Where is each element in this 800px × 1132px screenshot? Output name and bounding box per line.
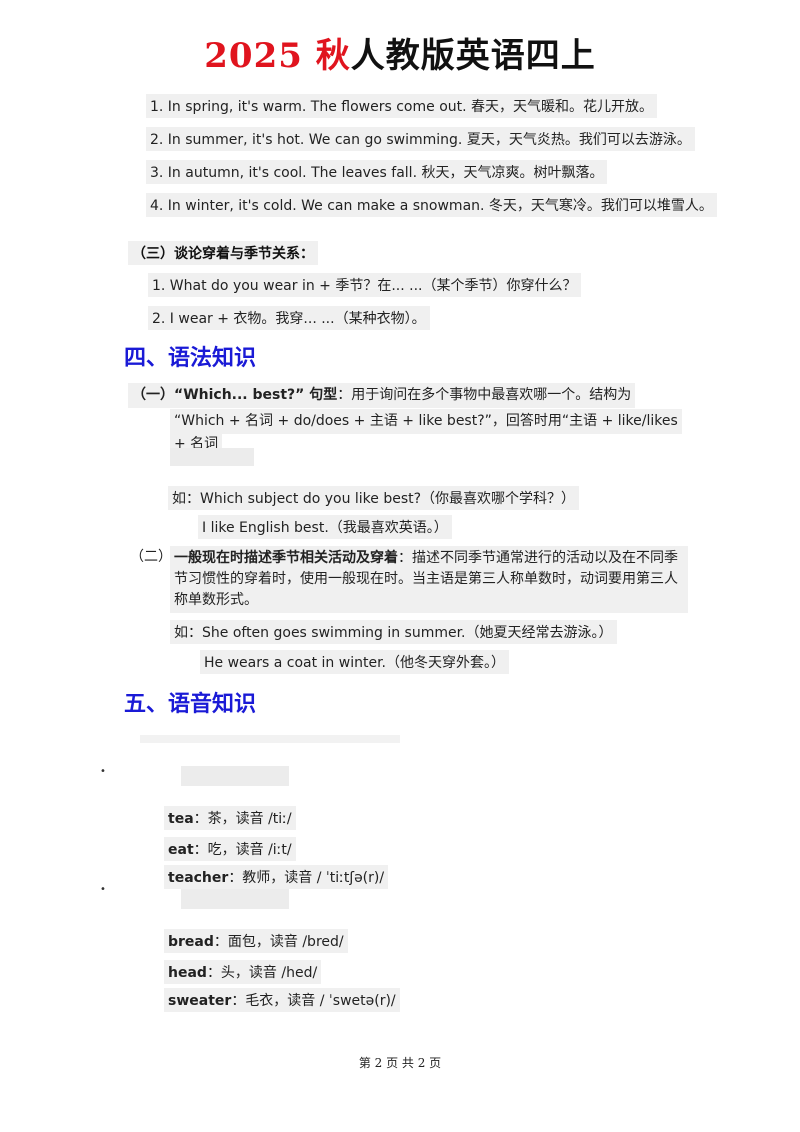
grammar-heading: 四、语法知识 bbox=[124, 345, 257, 371]
grammar-part2-example-1: 如：She often goes swimming in summer.（她夏天… bbox=[170, 620, 617, 644]
desc-teacher: ：教师，读音 / ˈtiːtʃə(r)/ bbox=[228, 870, 385, 886]
grammar-part1-line1: （一）“Which... best?” 句型：用于询问在多个事物中最喜欢哪一个。… bbox=[128, 383, 636, 408]
blank-shade bbox=[170, 448, 254, 466]
page-title: 2025 秋人教版英语四上 bbox=[0, 28, 800, 77]
word-head: head bbox=[168, 965, 207, 981]
desc-bread: ：面包，读音 /bred/ bbox=[213, 934, 344, 950]
phonics-word-sweater: sweater：毛衣，读音 / ˈswetə(r)/ bbox=[164, 988, 400, 1012]
desc-head: ：头，读音 /hed/ bbox=[206, 965, 318, 981]
phonics-word-head: head：头，读音 /hed/ bbox=[164, 960, 322, 984]
season-line-spring: 1. In spring, it's warm. The flowers com… bbox=[146, 94, 658, 118]
grammar-part2-bold: 一般现在时描述季节相关活动及穿着 bbox=[174, 550, 398, 566]
desc-eat: ：吃，读音 /iːt/ bbox=[193, 842, 292, 858]
title-qiu: 秋 bbox=[315, 36, 351, 76]
grammar-part1-label: （一） bbox=[132, 387, 174, 403]
grammar-part1-example-a: I like English best.（我最喜欢英语。） bbox=[198, 515, 452, 539]
phonics-word-tea: tea：茶，读音 /tiː/ bbox=[164, 806, 296, 830]
desc-sweater: ：毛衣，读音 / ˈswetə(r)/ bbox=[231, 993, 396, 1009]
bullet-dot: • bbox=[100, 884, 106, 895]
phonics-word-bread: bread：面包，读音 /bred/ bbox=[164, 929, 348, 953]
season-line-autumn: 3. In autumn, it's cool. The leaves fall… bbox=[146, 160, 608, 184]
faded-subheading-2 bbox=[181, 889, 289, 909]
grammar-part2-label: （二） bbox=[130, 549, 172, 565]
grammar-part2-example-2: He wears a coat in winter.（他冬天穿外套。） bbox=[200, 650, 509, 674]
grammar-part2: 一般现在时描述季节相关活动及穿着：描述不同季节通常进行的活动以及在不同季节习惯性… bbox=[170, 546, 688, 613]
bullet-dot: • bbox=[100, 766, 106, 777]
grammar-part1: （一）“Which... best?” 句型：用于询问在多个事物中最喜欢哪一个。… bbox=[128, 383, 688, 408]
grammar-part1-example-q: 如：Which subject do you like best?（你最喜欢哪个… bbox=[168, 486, 580, 510]
grammar-part2-text: ：描述不同季节通常进行的活动以及在不同季节习惯性的穿着时，使用一般现在时。当主语… bbox=[174, 550, 678, 608]
word-bread: bread bbox=[168, 934, 214, 950]
phonics-word-teacher: teacher：教师，读音 / ˈtiːtʃə(r)/ bbox=[164, 865, 389, 889]
phonics-word-eat: eat：吃，读音 /iːt/ bbox=[164, 837, 296, 861]
word-eat: eat bbox=[168, 842, 194, 858]
desc-tea: ：茶，读音 /tiː/ bbox=[193, 811, 292, 827]
title-rest: 人教版英语四上 bbox=[350, 36, 596, 76]
faded-line bbox=[140, 735, 400, 743]
phonics-heading: 五、语音知识 bbox=[124, 691, 257, 717]
grammar-part1-text1: ：用于询问在多个事物中最喜欢哪一个。结构为 bbox=[337, 387, 632, 403]
season-line-winter: 4. In winter, it's cold. We can make a s… bbox=[146, 193, 717, 217]
grammar-part1-line2: “Which + 名词 + do/does + 主语 + like best?”… bbox=[170, 409, 682, 434]
season-line-summer: 2. In summer, it's hot. We can go swimmi… bbox=[146, 127, 695, 151]
clothes-line-1: 1. What do you wear in + 季节？在... ...（某个季… bbox=[148, 273, 581, 297]
faded-subheading-1 bbox=[181, 766, 289, 786]
title-year: 2025 bbox=[204, 36, 303, 76]
word-teacher: teacher bbox=[168, 870, 229, 886]
word-sweater: sweater bbox=[168, 993, 232, 1009]
word-tea: tea bbox=[168, 811, 194, 827]
clothes-line-2: 2. I wear + 衣物。我穿... ...（某种衣物）。 bbox=[148, 306, 430, 330]
page-footer: 第 2 页 共 2 页 bbox=[358, 1056, 442, 1070]
clothes-heading: （三）谈论穿着与季节关系： bbox=[128, 241, 318, 265]
grammar-part1-bold: “Which... best?” 句型 bbox=[174, 387, 338, 403]
